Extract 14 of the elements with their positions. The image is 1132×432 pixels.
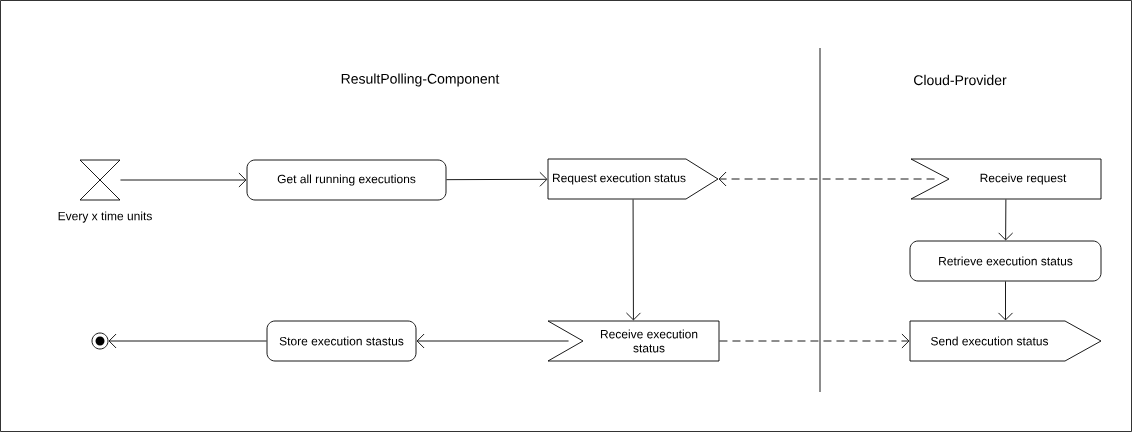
timer-hourglass	[79, 159, 121, 201]
arrow	[998, 281, 1013, 321]
final-node	[91, 332, 109, 350]
action-box: Retrieve execution status	[909, 240, 1102, 282]
arrow	[446, 171, 548, 187]
arrow	[719, 333, 910, 349]
arrow	[998, 199, 1014, 241]
arrow	[625, 199, 641, 321]
action-box: Store execution stastus	[266, 320, 417, 362]
lane-title: Cloud-Provider	[914, 74, 1007, 86]
node-caption: Every x time units	[58, 211, 152, 223]
lane-title: ResultPolling-Component	[341, 73, 500, 87]
arrow	[108, 333, 267, 349]
action-box: Get all running executions	[246, 159, 447, 201]
